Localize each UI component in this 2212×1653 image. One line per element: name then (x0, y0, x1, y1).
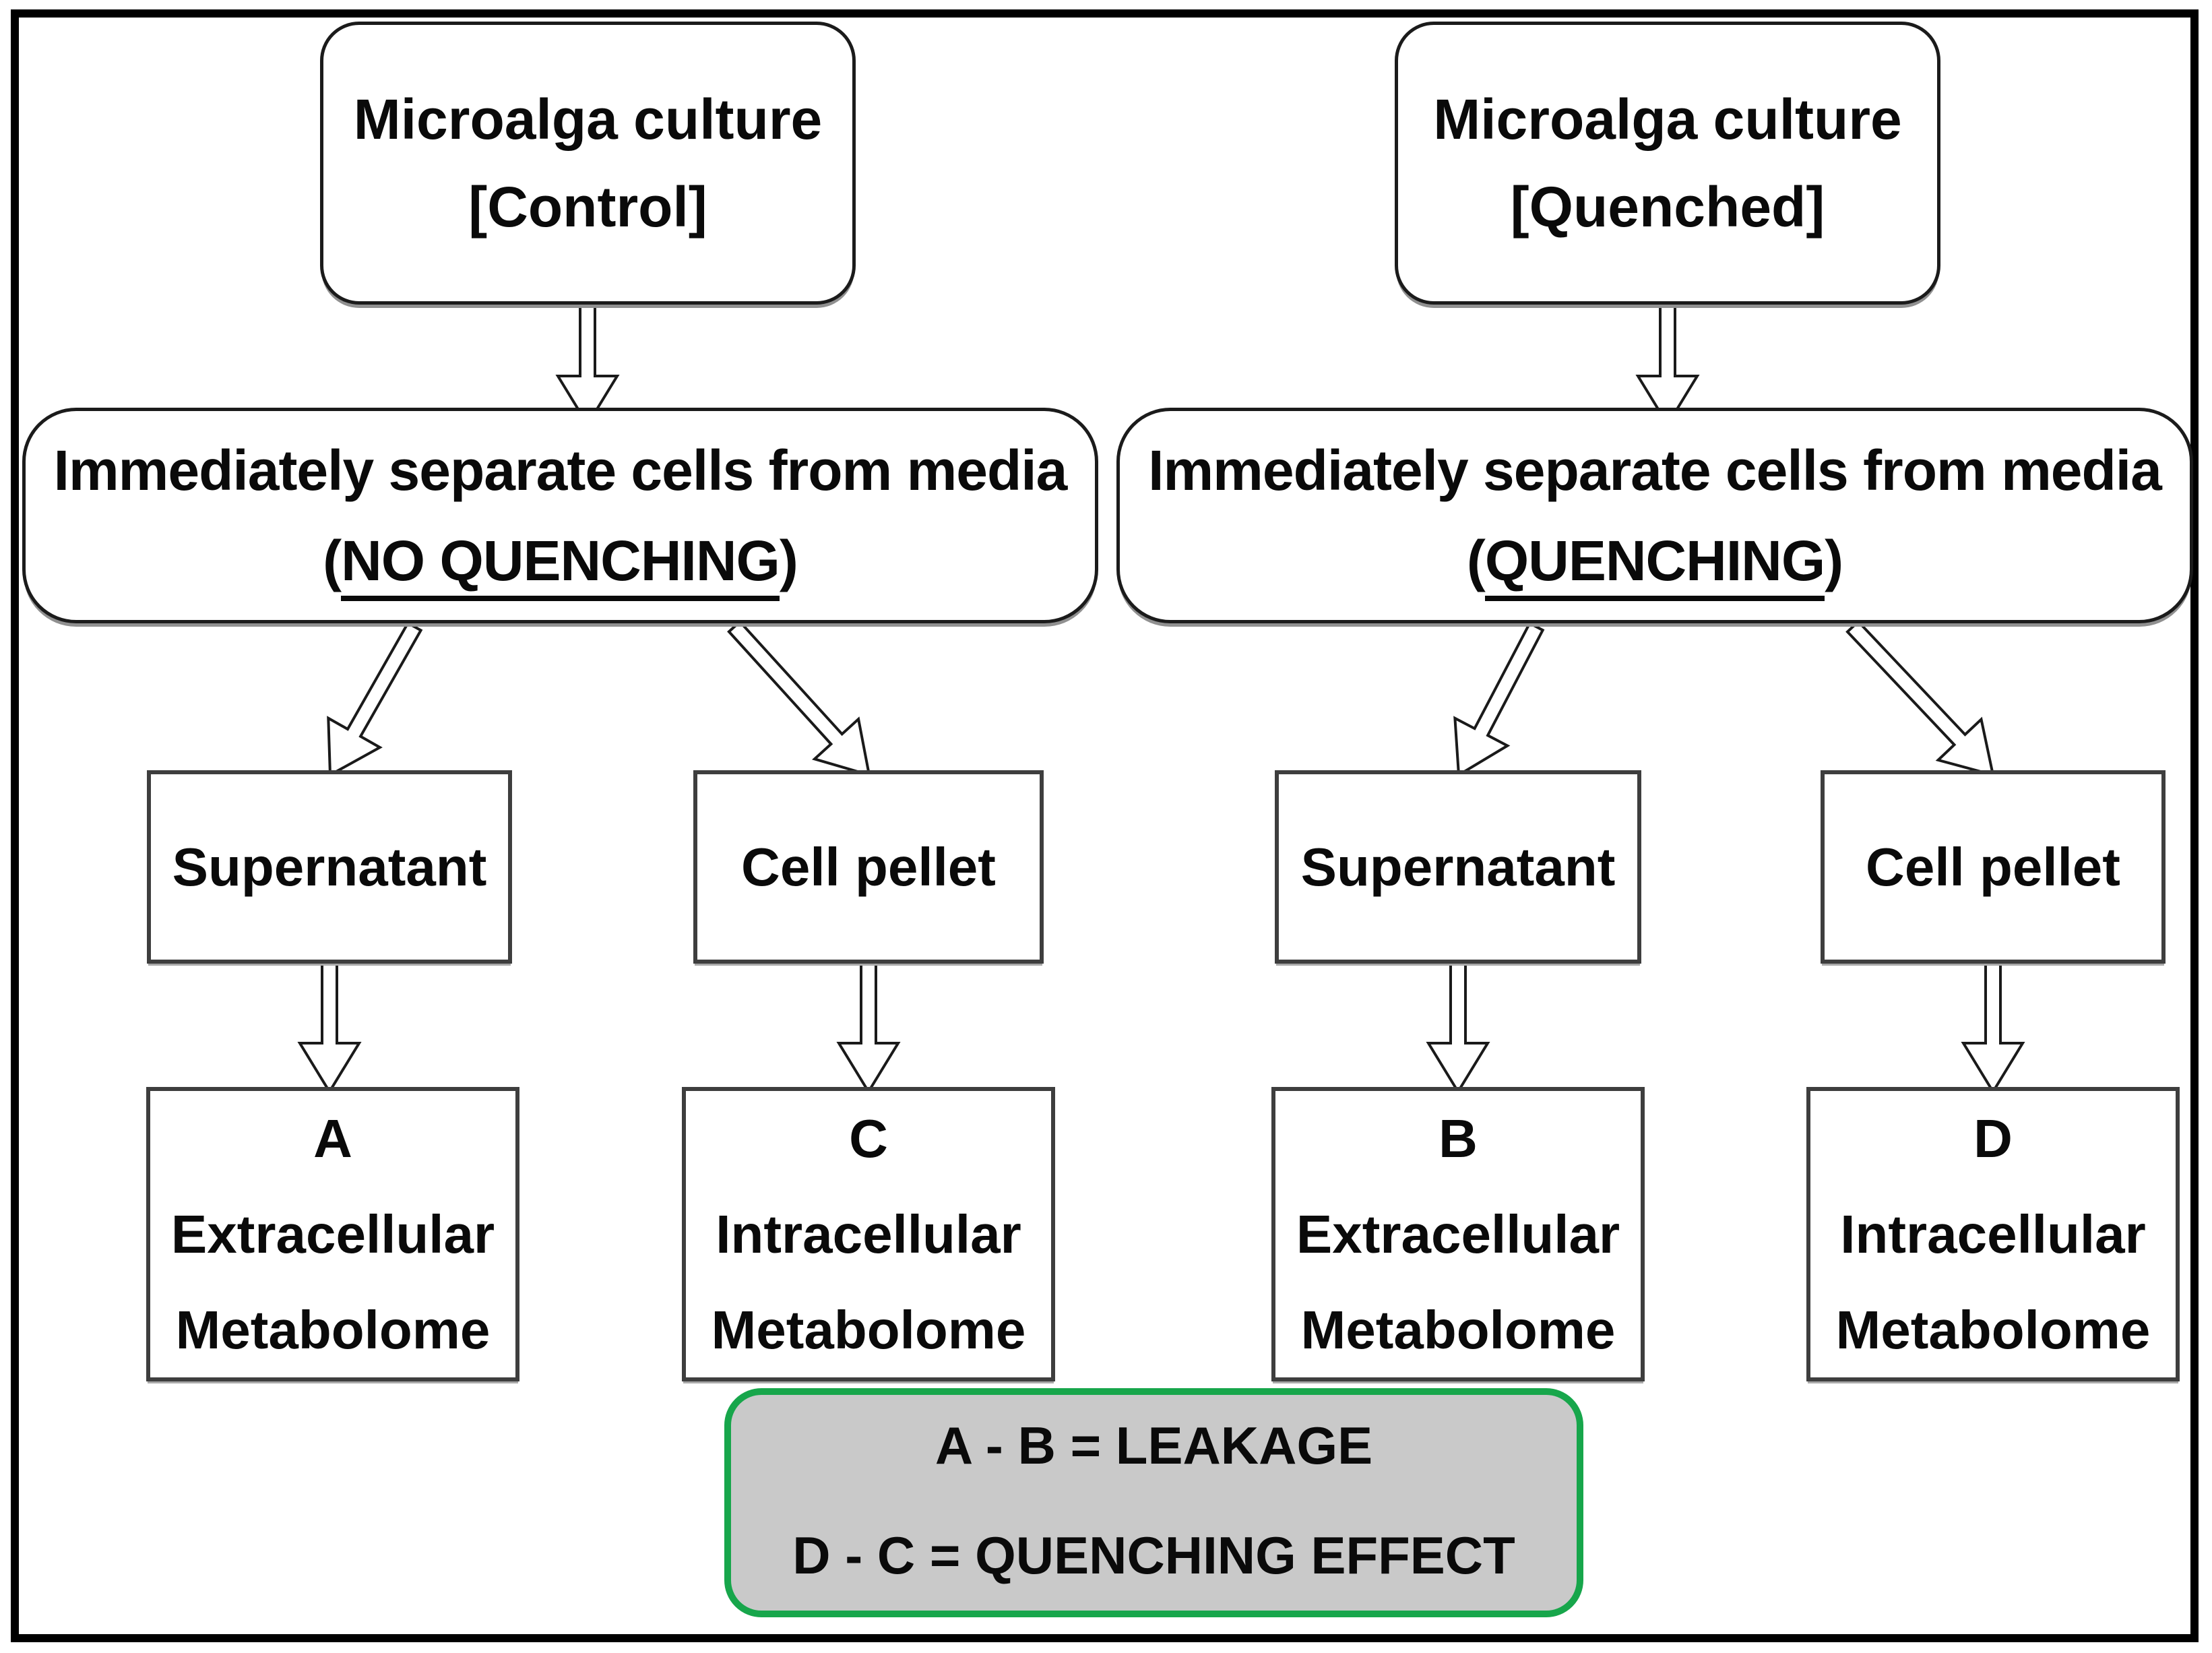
arrow-q-to-cell-pellet (1845, 619, 1995, 777)
arrow-cell-pellet-to-c (836, 961, 901, 1094)
box-cell-pellet-quenched: Cell pellet (1821, 770, 2166, 964)
legend-leakage-formula: A - B = LEAKAGE (935, 1416, 1373, 1475)
arrow-supernatant-to-a (297, 961, 362, 1094)
metabolome-d-line3: Metabolome (1835, 1299, 2151, 1360)
paren-close: ) (779, 529, 798, 592)
separate-quenching-line1: Immediately separate cells from media (1148, 439, 2162, 502)
box-b-extracellular-metabolome: B Extracellular Metabolome (1271, 1087, 1645, 1381)
metabolome-c-line2: Intracellular (716, 1204, 1021, 1264)
box-a-extracellular-metabolome: A Extracellular Metabolome (146, 1087, 519, 1381)
arrow-q-to-supernatant (1453, 621, 1545, 778)
separate-no-quenching-line1: Immediately separate cells from media (53, 439, 1068, 502)
paren-open: ( (1466, 529, 1486, 592)
metabolome-d-line2: Intracellular (1840, 1204, 2146, 1264)
arrow-control-to-separate (555, 303, 620, 427)
no-quenching-underlined: NO QUENCHING (341, 529, 780, 601)
arrow-noq-to-supernatant (327, 621, 423, 778)
arrow-quenched-to-separate (1635, 303, 1700, 427)
supernatant-control-label: Supernatant (172, 836, 487, 897)
box-d-intracellular-metabolome: D Intracellular Metabolome (1806, 1087, 2180, 1381)
legend-quenching-effect-formula: D - C = QUENCHING EFFECT (792, 1526, 1515, 1585)
paren-open: ( (323, 529, 342, 592)
metabolome-d-letter: D (1973, 1108, 2013, 1168)
box-supernatant-quenched: Supernatant (1275, 770, 1641, 964)
box-separate-quenching: Immediately separate cells from media (Q… (1116, 408, 2193, 623)
culture-quenched-line1: Microalga culture (1433, 88, 1902, 151)
legend-box: A - B = LEAKAGE D - C = QUENCHING EFFECT (724, 1388, 1583, 1617)
box-separate-no-quenching: Immediately separate cells from media (N… (22, 408, 1098, 623)
metabolome-b-letter: B (1439, 1108, 1478, 1168)
supernatant-quenched-label: Supernatant (1300, 836, 1616, 897)
box-cell-pellet-control: Cell pellet (693, 770, 1044, 964)
arrow-supernatant-to-b (1426, 961, 1490, 1094)
cell-pellet-quenched-label: Cell pellet (1866, 836, 2120, 897)
culture-control-line1: Microalga culture (353, 88, 823, 151)
paren-close: ) (1825, 529, 1843, 592)
metabolome-c-letter: C (849, 1108, 888, 1168)
metabolome-c-line3: Metabolome (711, 1299, 1026, 1360)
metabolome-a-line3: Metabolome (175, 1299, 491, 1360)
separate-quenching-line2: (QUENCHING) (1467, 516, 1843, 606)
box-microalga-culture-quenched: Microalga culture [Quenched] (1395, 22, 1940, 305)
metabolome-b-line2: Extracellular (1296, 1204, 1620, 1264)
separate-no-quenching-line2: (NO QUENCHING) (323, 516, 798, 606)
arrow-cell-pellet-to-d (1961, 961, 2025, 1094)
box-c-intracellular-metabolome: C Intracellular Metabolome (682, 1087, 1055, 1381)
culture-quenched-line2: [Quenched] (1510, 175, 1825, 239)
culture-control-line2: [Control] (468, 175, 707, 239)
metabolome-a-line2: Extracellular (170, 1204, 495, 1264)
box-supernatant-control: Supernatant (147, 770, 512, 964)
quenching-underlined: QUENCHING (1484, 529, 1825, 601)
cell-pellet-control-label: Cell pellet (741, 836, 996, 897)
arrow-noq-to-cell-pellet (727, 619, 871, 777)
box-microalga-culture-control: Microalga culture [Control] (320, 22, 856, 305)
metabolome-b-line3: Metabolome (1300, 1299, 1616, 1360)
metabolome-a-letter: A (313, 1108, 352, 1168)
